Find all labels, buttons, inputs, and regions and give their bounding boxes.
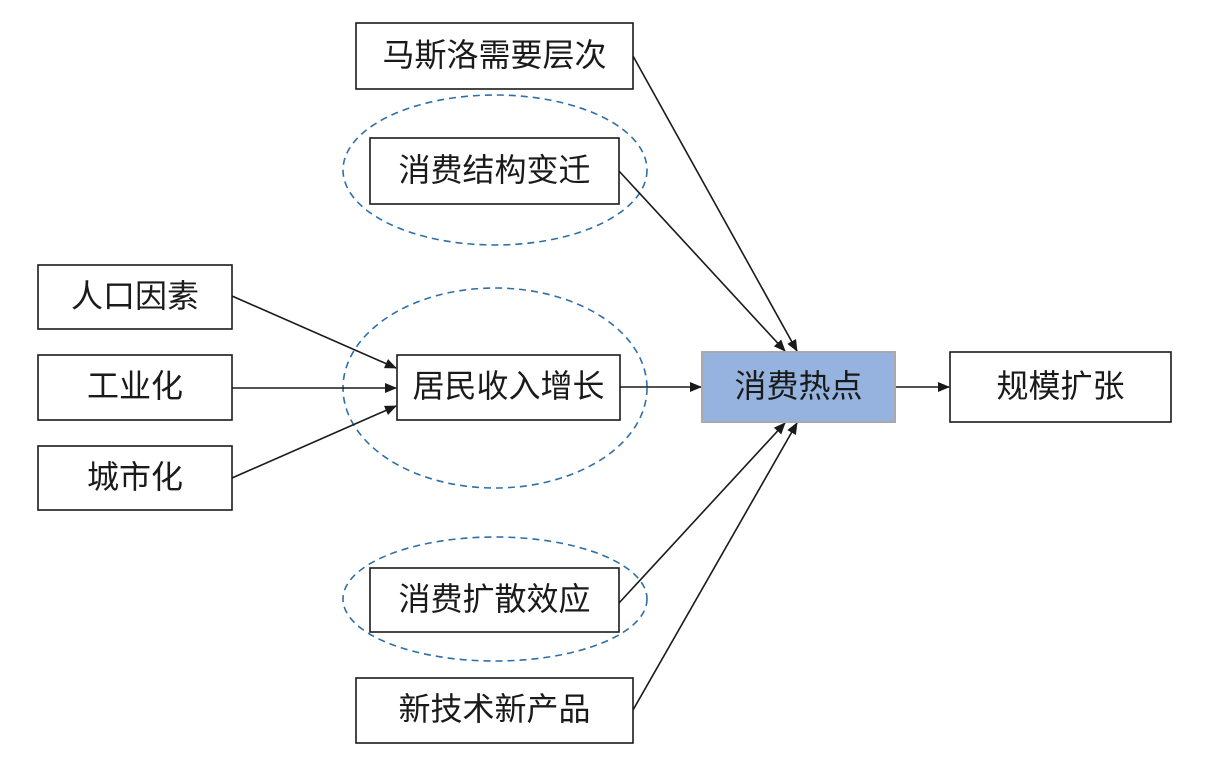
edges	[231, 55, 950, 711]
node-scale-expansion-label: 规模扩张	[996, 367, 1124, 405]
diffusion-effect-group-ellipse	[342, 536, 648, 662]
node-diffusion-effect: 消费扩散效应	[369, 567, 620, 633]
node-hotspot: 消费热点	[701, 351, 896, 423]
consumption-structure-group-ellipse	[342, 94, 648, 246]
node-new-tech-label: 新技术新产品	[398, 690, 590, 728]
node-industrialization-label: 工业化	[87, 367, 183, 405]
node-diffusion-effect-label: 消费扩散效应	[398, 580, 590, 618]
node-population: 人口因素	[37, 264, 233, 330]
node-hotspot-label: 消费热点	[734, 367, 862, 405]
edge-structure-to-hotspot	[618, 170, 786, 352]
edge-population-to-income	[231, 295, 397, 369]
node-maslow-label: 马斯洛需要层次	[382, 36, 606, 74]
edge-diffusion-to-hotspot	[618, 422, 786, 604]
edge-newtech-to-hotspot	[632, 422, 798, 711]
node-consumption-structure-label: 消费结构变迁	[398, 151, 590, 189]
node-income-growth: 居民收入增长	[396, 354, 621, 421]
edge-maslow-to-hotspot	[632, 55, 798, 352]
node-urbanization-label: 城市化	[87, 458, 183, 496]
node-maslow: 马斯洛需要层次	[355, 22, 634, 90]
node-new-tech: 新技术新产品	[355, 677, 634, 744]
edge-urbanization-to-income	[231, 405, 397, 479]
node-urbanization: 城市化	[37, 445, 233, 511]
node-scale-expansion: 规模扩张	[949, 351, 1172, 423]
node-income-growth-label: 居民收入增长	[412, 367, 604, 405]
node-industrialization: 工业化	[37, 354, 233, 421]
node-population-label: 人口因素	[71, 277, 199, 315]
node-consumption-structure: 消费结构变迁	[369, 137, 620, 205]
